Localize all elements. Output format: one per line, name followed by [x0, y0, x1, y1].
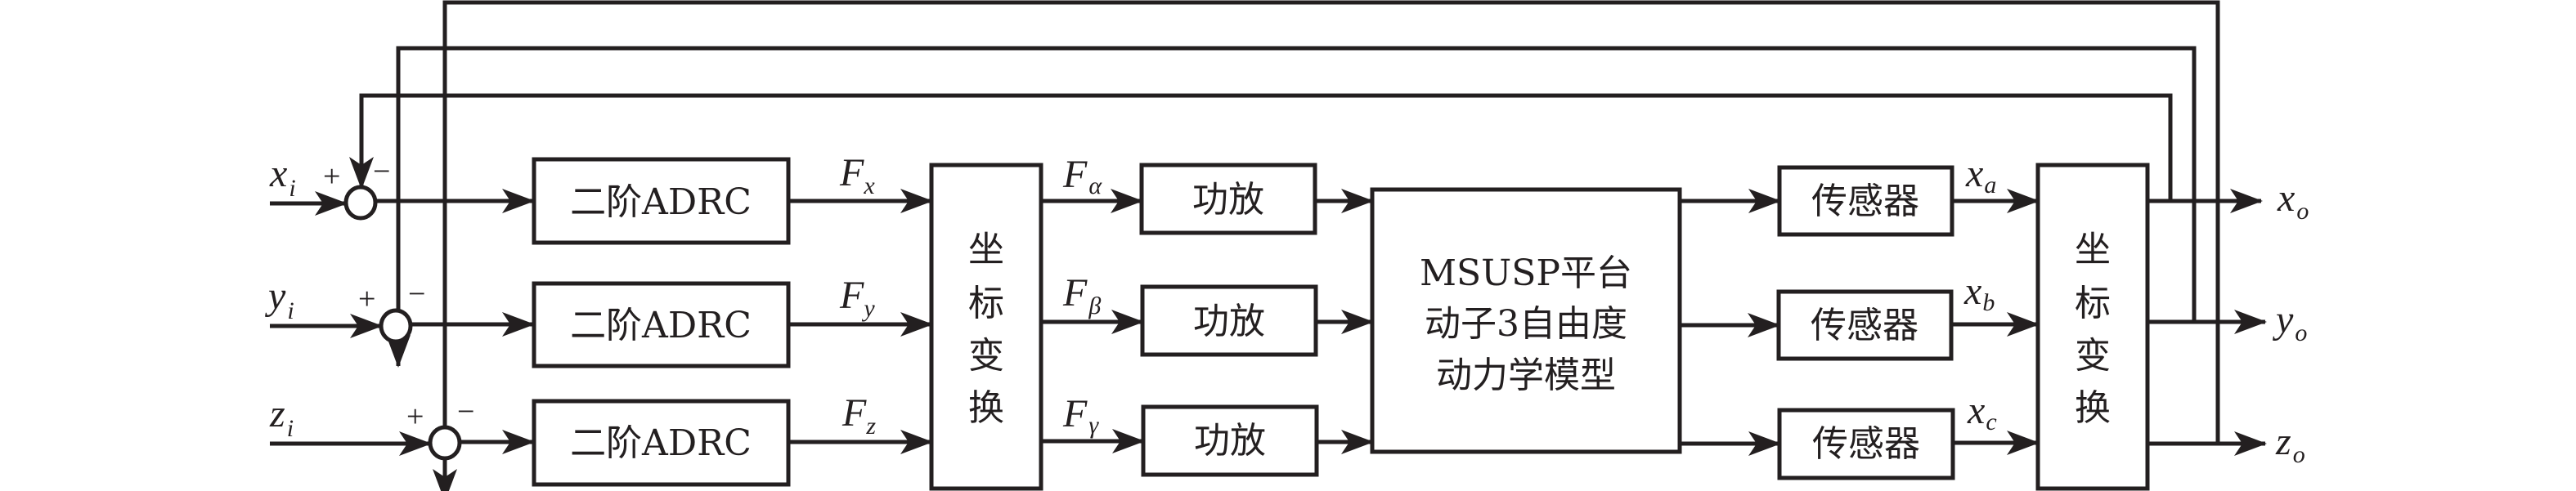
sensor-label: 传感器 — [1812, 423, 1920, 465]
sensor-block-1: 传感器 — [1777, 165, 1954, 237]
minus-sign: − — [457, 395, 474, 429]
sum-circle — [379, 308, 413, 344]
coord-char: 坐 — [2075, 229, 2111, 270]
f-gamma-label: Fγ — [1062, 392, 1099, 439]
output-z-label: zo — [2275, 420, 2305, 468]
coord-char: 换 — [2075, 387, 2111, 429]
input-x-label: xi — [269, 152, 296, 202]
input-z: zi — [269, 392, 432, 456]
feedback-loop-z — [433, 0, 2220, 491]
f-alpha-label: Fα — [1062, 153, 1102, 199]
sensor-label: 传感器 — [1811, 305, 1919, 346]
fy-label: Fy — [839, 274, 875, 322]
sum-junction-1: + − — [323, 154, 390, 221]
plant-label-line-1: MSUSP平台 — [1420, 252, 1632, 294]
adrc-label: 二阶ADRC — [570, 181, 752, 223]
coord-char: 变 — [968, 335, 1004, 377]
coord-transform-block-1: 坐 标 变 换 — [929, 163, 1043, 491]
minus-sign: − — [373, 154, 390, 189]
adrc-label: 二阶ADRC — [570, 305, 752, 346]
plant-label-line-2: 动子3自由度 — [1425, 303, 1627, 345]
amplifier-block-1: 功放 — [1139, 163, 1317, 235]
feedback-line-y — [386, 46, 2197, 368]
amplifier-label: 功放 — [1192, 179, 1264, 221]
xb-label: xb — [1963, 270, 1995, 316]
sum-junction-2: + − — [358, 277, 425, 344]
plus-sign: + — [358, 282, 375, 316]
feedback-loop-x — [349, 93, 2173, 201]
sensor-label: 传感器 — [1811, 181, 1919, 222]
plus-sign: + — [406, 399, 424, 434]
sensor-block-2: 传感器 — [1776, 289, 1954, 361]
adrc-label: 二阶ADRC — [570, 422, 752, 464]
input-z-label: zi — [269, 392, 294, 442]
f-beta-label: Fβ — [1062, 271, 1101, 319]
fz-label: Fz — [841, 391, 876, 440]
coord-char: 变 — [2075, 335, 2111, 377]
amplifier-block-2: 功放 — [1140, 284, 1318, 357]
coord-transform-block-2: 坐 标 变 换 — [2035, 163, 2150, 491]
amplifier-label: 功放 — [1193, 301, 1265, 342]
sensor-block-3: 传感器 — [1777, 408, 1955, 480]
amplifier-block-3: 功放 — [1141, 404, 1319, 477]
adrc-block-2: 二阶ADRC — [532, 281, 791, 368]
output-x-label: xo — [2277, 176, 2309, 225]
amplifier-label: 功放 — [1194, 420, 1266, 462]
adrc-block-3: 二阶ADRC — [532, 399, 791, 487]
feedback-line-z — [433, 0, 2220, 491]
plant-block: MSUSP平台 动子3自由度 动力学模型 — [1370, 187, 1682, 454]
feedback-loop-y — [386, 46, 2197, 368]
xa-label: xa — [1965, 152, 1996, 199]
feedback-line-x — [349, 93, 2173, 201]
coord-char: 标 — [968, 283, 1004, 324]
fx-label: Fx — [839, 151, 875, 199]
minus-sign: − — [408, 277, 425, 311]
coord-char: 标 — [2075, 283, 2111, 324]
plus-sign: + — [323, 159, 340, 194]
coord-char: 换 — [968, 387, 1004, 429]
sum-circle — [428, 425, 462, 461]
sum-junction-3: + − — [406, 395, 474, 461]
adrc-block-1: 二阶ADRC — [532, 157, 791, 245]
plant-label-line-3: 动力学模型 — [1436, 355, 1616, 396]
input-y: yi — [264, 275, 383, 338]
sum-circle — [343, 185, 378, 221]
xc-label: xc — [1967, 389, 1997, 435]
output-y-label: yo — [2272, 298, 2307, 346]
coord-char: 坐 — [968, 229, 1004, 270]
input-x: xi — [269, 152, 348, 216]
input-y-label: yi — [264, 275, 294, 324]
